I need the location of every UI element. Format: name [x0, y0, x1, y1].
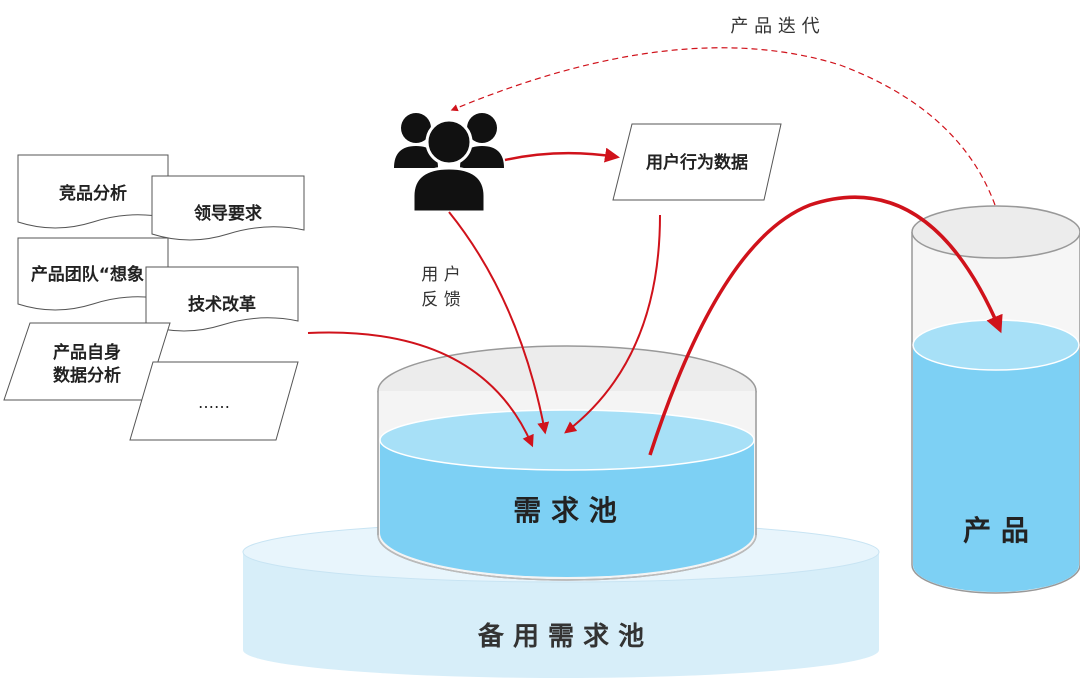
doc-leader-requirements: 领导要求: [151, 175, 305, 241]
arrow-pool-to-product: [648, 195, 1003, 456]
doc-team-imagination-label: 产品团队“想象”: [31, 264, 155, 285]
doc-more-label: ……: [198, 393, 230, 412]
product-water-surface: [912, 319, 1080, 371]
product-label: 产 品: [963, 514, 1029, 547]
arrow-sources-to-pool: [307, 331, 534, 448]
arrows: [307, 47, 1003, 456]
users-group-icon: [394, 113, 504, 214]
doc-tech-reform-label: 技术改革: [188, 294, 256, 315]
product-water: [913, 345, 1079, 592]
product-cylinder: 产 品: [911, 205, 1080, 594]
doc-team-imagination: 产品团队“想象”: [17, 237, 169, 311]
product-rim: [911, 205, 1080, 259]
arrow-users-to-behavior: [504, 147, 620, 163]
user-feedback-label-1: 用 户: [421, 265, 460, 285]
doc-leader-requirements-label: 领导要求: [194, 203, 262, 224]
user-behavior-data-box: 用户行为数据: [612, 123, 782, 201]
backup-pool-body: [243, 552, 879, 678]
doc-competitor-analysis: 竞品分析: [17, 154, 169, 229]
doc-tech-reform: 技术改革: [145, 266, 299, 332]
demand-pool-label: 需 求 池: [513, 494, 617, 527]
demand-pool-water: [380, 440, 754, 577]
doc-more: ……: [129, 361, 299, 441]
source-documents: 竞品分析 领导要求 产品团队“想象” 技术改革 产品自身 数据分析 ……: [3, 154, 305, 441]
iteration-label: 产 品 迭 代: [730, 16, 819, 37]
doc-self-data-label-1: 产品自身: [53, 342, 121, 363]
demand-pool-water-surface: [379, 409, 755, 471]
arrow-behavior-to-pool: [564, 214, 661, 434]
arrow-iteration: [450, 47, 996, 206]
backup-pool-label: 备 用 需 求 池: [477, 622, 644, 652]
user-behavior-data-label: 用户行为数据: [646, 152, 748, 173]
doc-self-data-label-2: 数据分析: [53, 365, 121, 386]
user-feedback-label-2: 反 馈: [421, 290, 460, 310]
doc-self-data: 产品自身 数据分析: [3, 322, 171, 401]
demand-pool: 需 求 池: [377, 345, 757, 581]
arrow-feedback-to-pool: [448, 211, 550, 435]
doc-competitor-analysis-label: 竞品分析: [59, 183, 127, 204]
